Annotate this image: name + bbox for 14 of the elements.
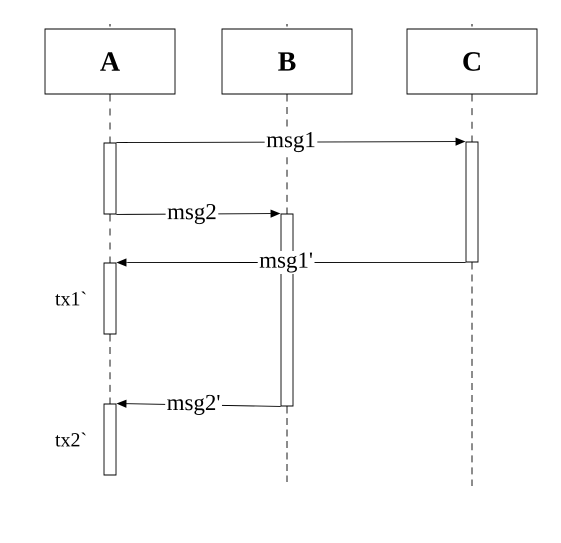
participant-box: A bbox=[44, 28, 176, 94]
activation-bar bbox=[104, 142, 116, 214]
activation-bar bbox=[104, 262, 116, 334]
edge-label: msg1 bbox=[264, 130, 318, 154]
side-label: tx2` bbox=[55, 432, 86, 446]
lifeline bbox=[286, 406, 288, 482]
participant-box: C bbox=[406, 28, 538, 94]
edge-label: msg2' bbox=[165, 393, 222, 416]
activation-bar bbox=[104, 404, 116, 476]
activation-bar bbox=[466, 142, 478, 262]
edge-label: msg1' bbox=[258, 250, 314, 274]
participant-box: B bbox=[222, 28, 352, 94]
side-label: tx1` bbox=[55, 291, 86, 306]
edge-label: msg2 bbox=[166, 202, 218, 226]
